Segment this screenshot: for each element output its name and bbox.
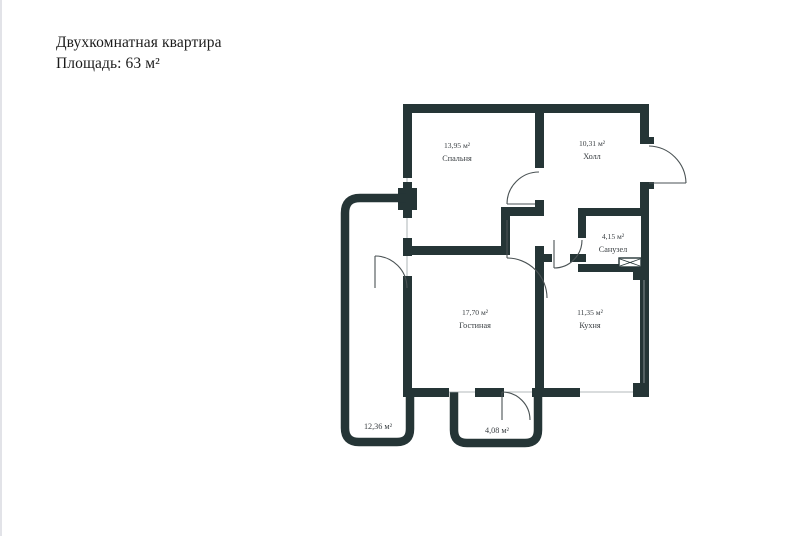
window-group [406, 178, 645, 393]
wall-bedroom-corridor-top [501, 207, 535, 216]
door-group [374, 145, 687, 421]
room-name-kitchen: Кухня [579, 321, 600, 330]
room-area-bedroom: 13,95 м² [444, 141, 471, 150]
living-balcony-door-arc [374, 255, 408, 289]
wall-bedroom-bottom [403, 246, 501, 255]
room-name-living-room: Гостиная [459, 321, 491, 330]
wall-bedroom-hall-divider-low [535, 200, 544, 216]
room-name-bathroom: Санузел [599, 245, 628, 254]
page-title: Двухкомнатная квартира [56, 34, 222, 51]
wall-kitchen-right-cap-top [633, 272, 649, 280]
balcony-labels: 12,36 м² 4,08 м² [364, 422, 510, 435]
wall-kitchen-right [640, 272, 649, 388]
room-area-living-room: 17,70 м² [462, 308, 489, 317]
wall-corridor-cap [535, 254, 550, 262]
corridor-door-arc [506, 257, 548, 299]
entrance-door-arc [648, 145, 687, 184]
wall-bathroom-bottom [578, 264, 649, 272]
wall-hall-right-cap [640, 137, 654, 144]
sink-icon-line-2 [619, 258, 641, 267]
wall-bedroom-left-upper [403, 104, 412, 178]
floorplan-title-block: Двухкомнатная квартира Площадь: 63 м² [56, 33, 222, 75]
room-area-kitchen: 11,35 м² [577, 308, 604, 317]
balcony-bottom-outline [449, 392, 543, 448]
wall-living-left [403, 290, 412, 388]
bedroom-door-arc [506, 171, 540, 205]
wall-living-kitchen-divider [535, 262, 544, 388]
room-area-hall: 10,31 м² [579, 139, 606, 148]
wall-bedroom-left-seg3 [403, 210, 412, 218]
bathroom-fixture [618, 257, 642, 268]
wall-living-bottom-seg1 [403, 388, 449, 397]
room-name-hall: Холл [583, 152, 601, 161]
wall-hall-right-lower [640, 182, 649, 210]
wall-bedroom-left-seg5 [403, 276, 412, 290]
wall-living-bottom-seg2 [475, 388, 504, 397]
wall-corridor-bath-stub [570, 254, 586, 262]
wall-bedroom-hall-divider [535, 104, 544, 168]
wall-kitchen-bottom-seg1 [544, 388, 580, 397]
wall-bedroom-left-junction [398, 188, 417, 210]
room-area-bathroom: 4,15 м² [602, 232, 625, 241]
wall-exterior-top [403, 104, 649, 113]
wall-hall-right-upper [640, 104, 649, 143]
wall-bedroom-bottom-stub [501, 207, 510, 255]
balcony-group [340, 193, 543, 448]
wall-bathroom-right [641, 208, 649, 272]
balcony-left-outline [340, 193, 415, 447]
room-name-bedroom: Спальня [442, 154, 472, 163]
wall-hall-right-cap2 [640, 182, 654, 189]
wall-hall-bottom [544, 254, 552, 262]
room-labels: 13,95 м² Спальня 10,31 м² Холл 4,15 м² С… [442, 139, 627, 330]
balcony-area-bottom: 4,08 м² [485, 426, 510, 435]
wall-group [398, 104, 654, 397]
total-area-label: Площадь: 63 м² [56, 54, 160, 72]
bathroom-door-arc [553, 239, 583, 269]
bottom-balcony-door-arc [501, 391, 531, 421]
wall-bathroom-left-upper [578, 208, 586, 238]
balcony-area-left: 12,36 м² [364, 422, 393, 431]
wall-bathroom-top [578, 208, 649, 216]
